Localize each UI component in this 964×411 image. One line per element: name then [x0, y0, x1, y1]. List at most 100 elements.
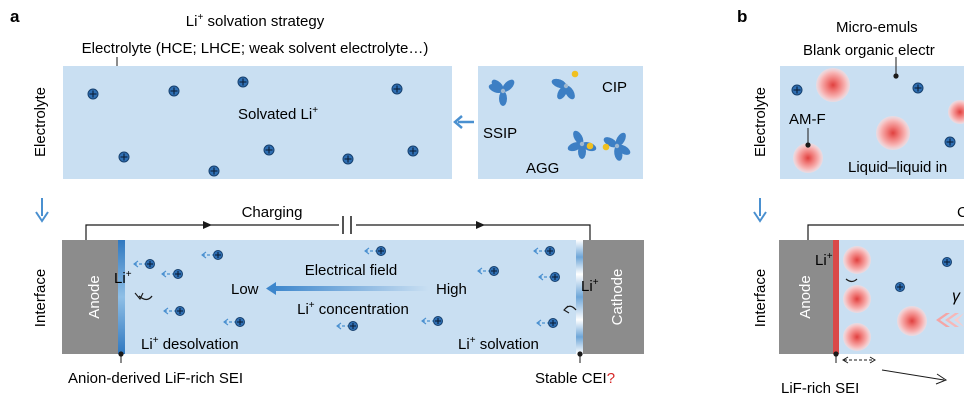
- anion-icon: [602, 143, 610, 151]
- cei-layer: [576, 240, 583, 354]
- solvation-cluster-icon: [567, 130, 597, 159]
- solvent-molecule-icon: [502, 79, 515, 92]
- electrolyte-types-label: Electrolyte (HCE; LHCE; weak solvent ele…: [82, 40, 429, 57]
- li-ion-icon: [944, 136, 956, 148]
- migrating-li-ion-icon: [533, 246, 555, 256]
- li-ion-icon: [348, 321, 358, 331]
- li-ion-icon: [342, 153, 354, 165]
- high-label: High: [436, 281, 467, 298]
- li-ion-icon: [942, 257, 952, 267]
- arrowhead-icon: [476, 221, 485, 229]
- li-ion-icon: [895, 282, 905, 292]
- anode-electrode-b: [779, 240, 833, 354]
- panel-a: a Li+ solvation strategy Electrolyte (HC…: [10, 7, 644, 387]
- electrolyte-leader-dot-b: [893, 73, 899, 79]
- li-ion-icon: [173, 269, 183, 279]
- cip-label: CIP: [602, 79, 627, 96]
- cathode-label: Cathode: [609, 269, 626, 326]
- sei-layer-b: [833, 240, 839, 354]
- solvation-cluster-icon: [488, 79, 515, 106]
- electrolyte-ions: [87, 76, 419, 177]
- li-ion-icon: [550, 272, 560, 282]
- migrating-li-ion-icon: [421, 316, 443, 326]
- anion-icon: [571, 70, 579, 78]
- solvent-molecule-icon: [551, 78, 567, 88]
- panel-b-letter: b: [737, 7, 747, 26]
- li-ion-icon: [118, 151, 130, 163]
- charging-circuit: [85, 216, 591, 240]
- anode-label: Anode: [86, 275, 103, 318]
- pointer-arrow-icon: [881, 369, 948, 385]
- field-gradient-arrow: [272, 286, 429, 291]
- solvent-molecule-icon: [488, 83, 504, 93]
- solvation-cluster-icon: [551, 70, 579, 100]
- liquid-liquid-label: Liquid–liquid in: [848, 159, 947, 176]
- low-label: Low: [231, 281, 259, 298]
- curved-arrowhead-icon: [134, 292, 144, 300]
- emulsion-droplet-icon: [948, 100, 964, 124]
- li-ion-icon: [912, 82, 924, 94]
- curved-arrow-icon: [138, 295, 153, 301]
- gamma-symbol: γ: [952, 288, 961, 305]
- interface-box: [62, 240, 644, 354]
- li-ion-icon: [263, 144, 275, 156]
- migrating-li-ion-icon: [538, 272, 560, 282]
- solvent-molecule-icon: [615, 132, 626, 147]
- left-arrow-icon: [453, 115, 474, 129]
- panel-b-title-line2: Blank organic electr: [803, 42, 935, 59]
- li-ion-icon: [235, 317, 245, 327]
- solvation-cluster-icon: [602, 132, 631, 161]
- li-ion-icon: [791, 84, 803, 96]
- li-ion-icon: [433, 316, 443, 326]
- li-ion-icon: [391, 83, 403, 95]
- li-ion-icon: [168, 85, 180, 97]
- li-ion-icon: [237, 76, 249, 88]
- solvent-molecule-icon: [603, 137, 618, 148]
- row-label-electrolyte: Electrolyte: [32, 87, 49, 157]
- li-cathode-label: Li+: [581, 277, 599, 295]
- solvent-molecule-icon: [499, 91, 507, 106]
- desolvation-label: Li+ desolvation: [141, 335, 239, 353]
- li-ion-icon: [175, 306, 185, 316]
- solvent-molecule-icon: [616, 144, 631, 155]
- solvent-molecule-icon: [614, 145, 623, 161]
- migrating-li-ion-icon: [364, 246, 386, 256]
- arrowhead-icon: [203, 221, 212, 229]
- amf-label: AM-F: [789, 111, 826, 128]
- row-label-electrolyte-b: Electrolyte: [752, 87, 769, 157]
- li-label-b: Li+: [815, 251, 833, 269]
- migrating-li-ion-icon: [163, 306, 185, 316]
- emulsion-droplets: [793, 68, 964, 173]
- panel-b-title-line1: Micro-emuls: [836, 19, 918, 36]
- migrating-li-ion-icon: [336, 321, 358, 331]
- interface-droplet-icon: [843, 285, 871, 313]
- curved-arrow-icon: [845, 278, 858, 283]
- sei-label: Anion-derived LiF-rich SEI: [68, 370, 243, 387]
- row-label-interface: Interface: [32, 269, 49, 327]
- concentration-label: Li+ concentration: [297, 300, 409, 318]
- sei-label-b: LiF-rich SEI: [781, 380, 859, 397]
- migrating-li-ion-icon: [161, 269, 183, 279]
- cei-label: Stable CEI?: [535, 370, 615, 387]
- migrating-li-ion-icon: [201, 250, 223, 260]
- anode-electrode: [62, 240, 118, 354]
- field-arrowhead-icon: [266, 282, 276, 295]
- amf-leader-dot: [805, 142, 811, 148]
- migrating-li-ion-icon: [536, 318, 558, 328]
- li-ion-icon: [548, 318, 558, 328]
- li-ion-icon: [145, 259, 155, 269]
- emulsion-droplet-icon: [876, 116, 910, 150]
- interface-droplets: [843, 246, 952, 351]
- li-ion-icon: [489, 266, 499, 276]
- electrolyte-ions-b: [791, 82, 956, 148]
- li-anode-label: Li+: [114, 269, 132, 287]
- chevron-arrows-icon: [936, 313, 964, 327]
- agg-label: AGG: [526, 160, 559, 177]
- panel-a-letter: a: [10, 7, 20, 26]
- cei-leader-dot: [577, 351, 583, 357]
- cathode-electrode: [583, 240, 644, 354]
- migrating-li-ion-icon: [223, 317, 245, 327]
- li-ion-icon: [407, 145, 419, 157]
- charging-label: Charging: [242, 204, 303, 221]
